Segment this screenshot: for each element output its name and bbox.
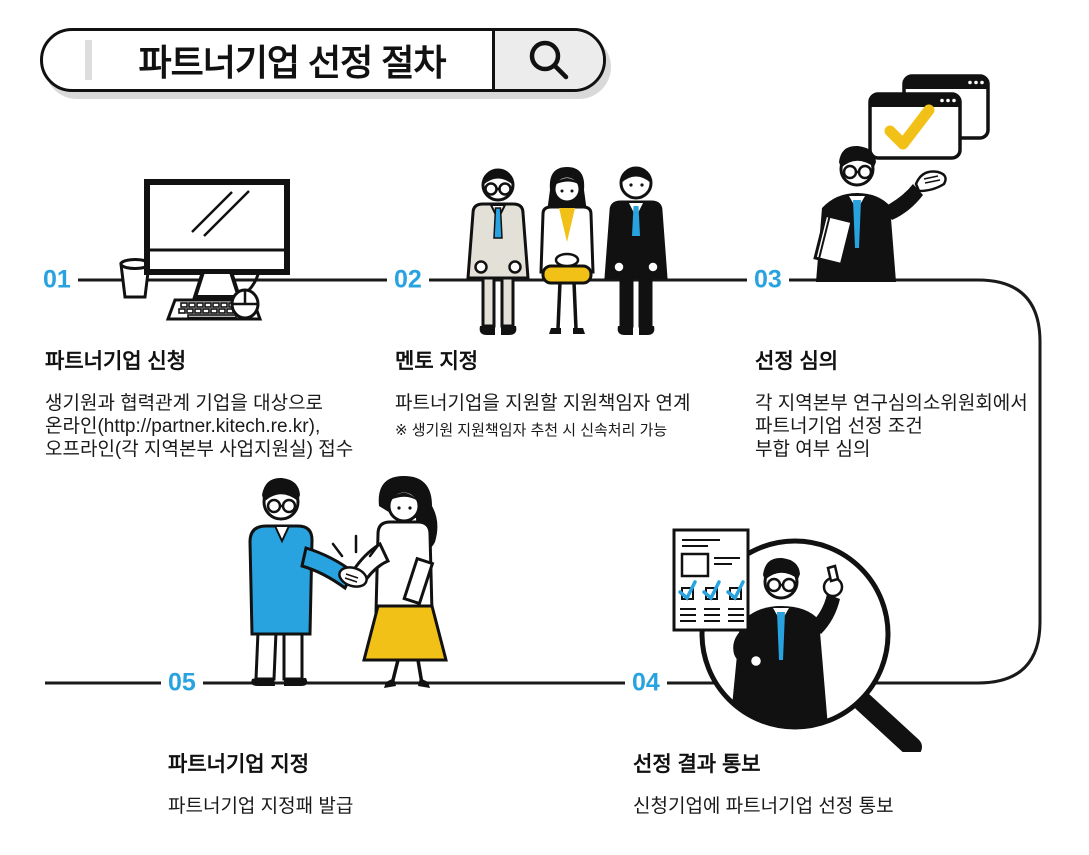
step-number-04: 04 [625, 668, 667, 698]
sparkle-icon [331, 534, 381, 558]
monitor-icon [144, 179, 290, 275]
check-icon [884, 104, 935, 150]
step-1-line: 온라인(http://partner.kitech.re.kr), [45, 416, 321, 437]
search-icon [529, 40, 569, 80]
step-4-title: 선정 결과 통보 [633, 753, 761, 776]
step-number-05: 05 [161, 668, 203, 698]
step-number-01: 01 [43, 265, 78, 295]
check-icon [678, 580, 745, 601]
step-3-line: 각 지역본부 연구심의소위원회에서 [755, 393, 1028, 414]
partner-man [248, 477, 355, 686]
text-cursor [85, 40, 92, 80]
folder-icon [402, 556, 435, 606]
mentor-gray-suit [466, 168, 530, 335]
approver-man [730, 557, 844, 727]
step-3-line: 파트너기업 선정 조건 [755, 416, 923, 437]
three-seated-people-illustration [443, 158, 691, 348]
mentor-woman [539, 167, 595, 334]
step-3-title: 선정 심의 [755, 350, 839, 373]
step-1-text: 파트너기업 신청 생기원과 협력관계 기업을 대상으로 온라인(http://p… [45, 345, 385, 461]
step-number-02: 02 [387, 265, 429, 295]
reviewer-man [813, 145, 947, 282]
step-1-line: 오프라인(각 지역본부 사업지원실) 접수 [45, 439, 354, 460]
magnifier-review-illustration [660, 524, 928, 757]
step-1-line: 생기원과 협력관계 기업을 대상으로 [45, 393, 324, 414]
search-bar: 파트너기업 선정 절차 [40, 28, 606, 92]
search-button [492, 31, 603, 89]
page-title: 파트너기업 선정 절차 [138, 42, 446, 83]
handshake-hands [338, 566, 368, 588]
step-2-text: 멘토 지정 파트너기업을 지원할 지원책임자 연계 ※ 생기원 지원책임자 추천… [395, 345, 735, 441]
approval-windows-illustration [786, 72, 1014, 287]
step-5-text: 파트너기업 지정 파트너기업 지정패 발급 [168, 748, 488, 818]
handshake-illustration [206, 464, 464, 697]
mentor-black-suit [604, 166, 668, 335]
step-1-title: 파트너기업 신청 [45, 350, 187, 373]
step-2-title: 멘토 지정 [395, 350, 479, 373]
step-5-line: 파트너기업 지정패 발급 [168, 796, 354, 817]
step-number-03: 03 [747, 265, 789, 295]
step-5-title: 파트너기업 지정 [168, 753, 310, 776]
approved-window-icon [868, 92, 962, 160]
step-2-line: 파트너기업을 지원할 지원책임자 연계 [395, 393, 691, 414]
partner-woman [351, 476, 448, 688]
checklist-document-icon [672, 528, 750, 632]
step-3-text: 선정 심의 각 지역본부 연구심의소위원회에서 파트너기업 선정 조건 부합 여… [755, 345, 1075, 461]
monitor-stand [192, 270, 242, 299]
step-3-line: 부합 여부 심의 [755, 439, 871, 460]
notebook-icon [813, 213, 854, 267]
step-2-note: ※ 생기원 지원책임자 추천 시 신속처리 가능 [395, 422, 668, 439]
step-4-line: 신청기업에 파트너기업 선정 통보 [633, 796, 894, 817]
magnifier-handle [853, 692, 922, 757]
step-4-text: 선정 결과 통보 신청기업에 파트너기업 선정 통보 [633, 748, 993, 818]
desktop-computer-illustration [92, 166, 332, 329]
